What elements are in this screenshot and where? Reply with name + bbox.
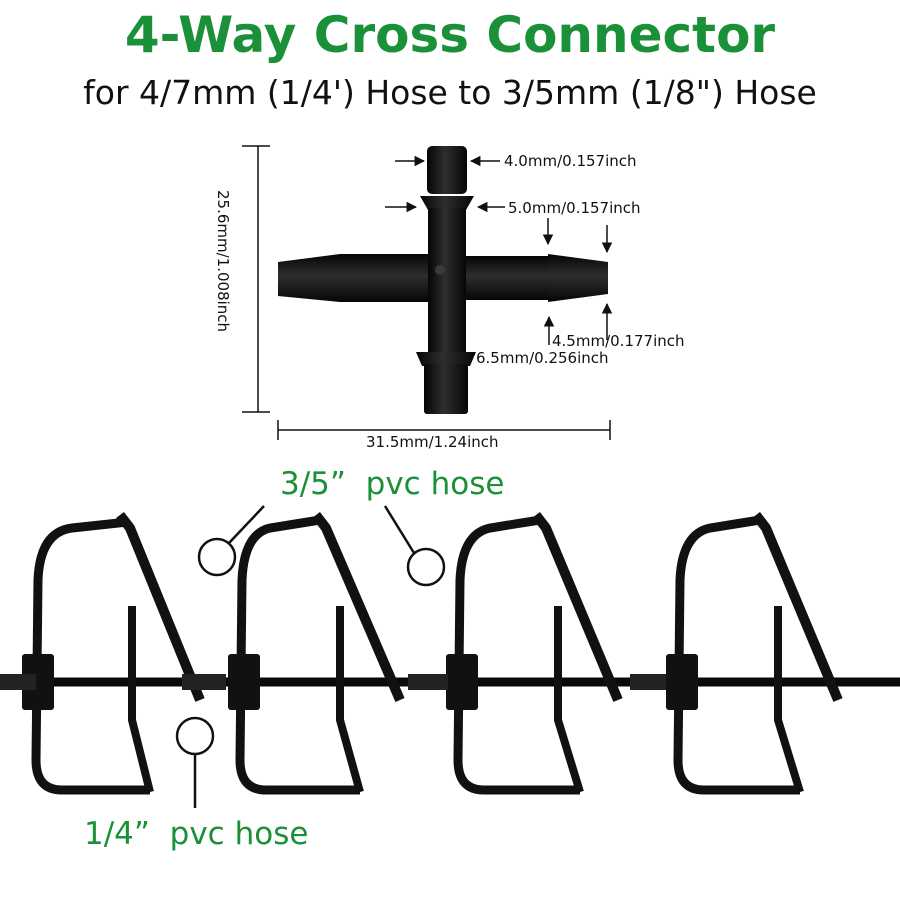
connector-bottom-tube bbox=[428, 306, 466, 352]
product-subtitle: for 4/7mm (1/4') Hose to 3/5mm (1/8") Ho… bbox=[83, 73, 817, 112]
product-title: 4-Way Cross Connector bbox=[124, 6, 776, 64]
callout-circle-small-left bbox=[197, 537, 237, 577]
connector-top-tube bbox=[427, 146, 467, 194]
connector-mold-mark bbox=[435, 265, 445, 275]
connector-bottom-end bbox=[424, 364, 468, 414]
dripper-loop-4 bbox=[630, 511, 843, 795]
dripper-loop-3 bbox=[408, 511, 623, 795]
cross-connector bbox=[278, 146, 608, 414]
callout-markers bbox=[175, 505, 446, 808]
connector-top-barb bbox=[420, 196, 474, 210]
callout-circle-large bbox=[175, 716, 215, 756]
dim-top-barb-label: 5.0mm/0.157inch bbox=[508, 199, 641, 217]
large-hose-label: 1/4” pvc hose bbox=[84, 816, 309, 852]
connector-bottom-barb bbox=[416, 352, 476, 366]
callout-circle-small-right bbox=[406, 547, 446, 587]
dimension-lines bbox=[242, 145, 613, 440]
dim-bottom-barb-label: 6.5mm/0.256inch bbox=[476, 349, 609, 367]
dim-width-label: 31.5mm/1.24inch bbox=[366, 433, 499, 451]
dim-side-tube-label: 4.5mm/0.177inch bbox=[552, 332, 685, 350]
dim-height-label: 25.6mm/1.008inch bbox=[214, 190, 232, 333]
connector-right-body bbox=[462, 256, 554, 300]
dripper-loop-1 bbox=[0, 511, 205, 795]
connector-hub bbox=[428, 208, 466, 308]
hose-assembly bbox=[0, 511, 900, 795]
dim-top-tube-label: 4.0mm/0.157inch bbox=[504, 152, 637, 170]
connector-right-barb bbox=[548, 254, 608, 302]
small-hose-label: 3/5” pvc hose bbox=[280, 466, 505, 502]
connector-left-barb bbox=[278, 254, 350, 302]
connector-left-body bbox=[348, 254, 428, 302]
dripper-loop-2 bbox=[182, 511, 405, 795]
